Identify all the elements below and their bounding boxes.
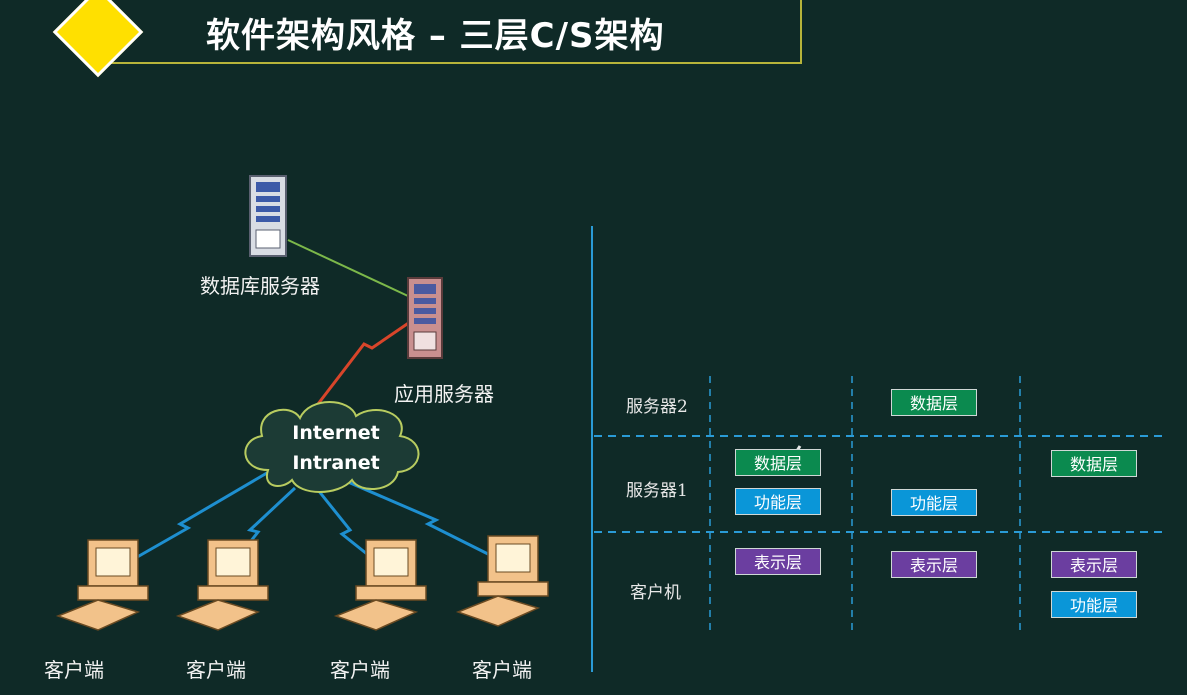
function-layer-box: 功能层: [1051, 591, 1137, 618]
page-title: 软件架构风格 – 三层C/S架构: [206, 16, 665, 56]
data-layer-box: 数据层: [1051, 450, 1137, 477]
cloud-icon: [244, 401, 420, 493]
client-label: 客户端: [472, 658, 532, 682]
client-link-3: [316, 489, 373, 560]
computer-icon: [55, 539, 149, 631]
computer-icon: [333, 539, 427, 631]
client-link-4: [347, 480, 493, 558]
title-bar: [98, 0, 802, 64]
cloud-label-intranet: Intranet: [292, 452, 380, 474]
cloud-label-internet: Internet: [292, 422, 380, 444]
function-layer-box: 功能层: [735, 488, 821, 515]
app-cloud-lightning-icon: [316, 320, 411, 405]
db-app-link: [287, 239, 409, 297]
db-server-label: 数据库服务器: [200, 274, 320, 298]
computer-icon: [455, 535, 549, 627]
client-link-1: [131, 468, 273, 562]
client-label: 客户端: [186, 658, 246, 682]
data-layer-box: 数据层: [735, 449, 821, 476]
row-label-server1: 服务器1: [626, 481, 688, 501]
data-layer-box: 数据层: [891, 389, 977, 416]
client-label: 客户端: [44, 658, 104, 682]
row-label-server2: 服务器2: [626, 397, 688, 417]
function-layer-box: 功能层: [891, 489, 977, 516]
computer-icon: [175, 539, 269, 631]
presentation-layer-box: 表示层: [735, 548, 821, 575]
presentation-layer-box: 表示层: [891, 551, 977, 578]
client-label: 客户端: [330, 658, 390, 682]
db-server-icon: [249, 175, 287, 257]
app-server-label: 应用服务器: [394, 382, 494, 406]
row-label-client: 客户机: [630, 583, 681, 603]
app-server-icon: [407, 277, 443, 359]
presentation-layer-box: 表示层: [1051, 551, 1137, 578]
